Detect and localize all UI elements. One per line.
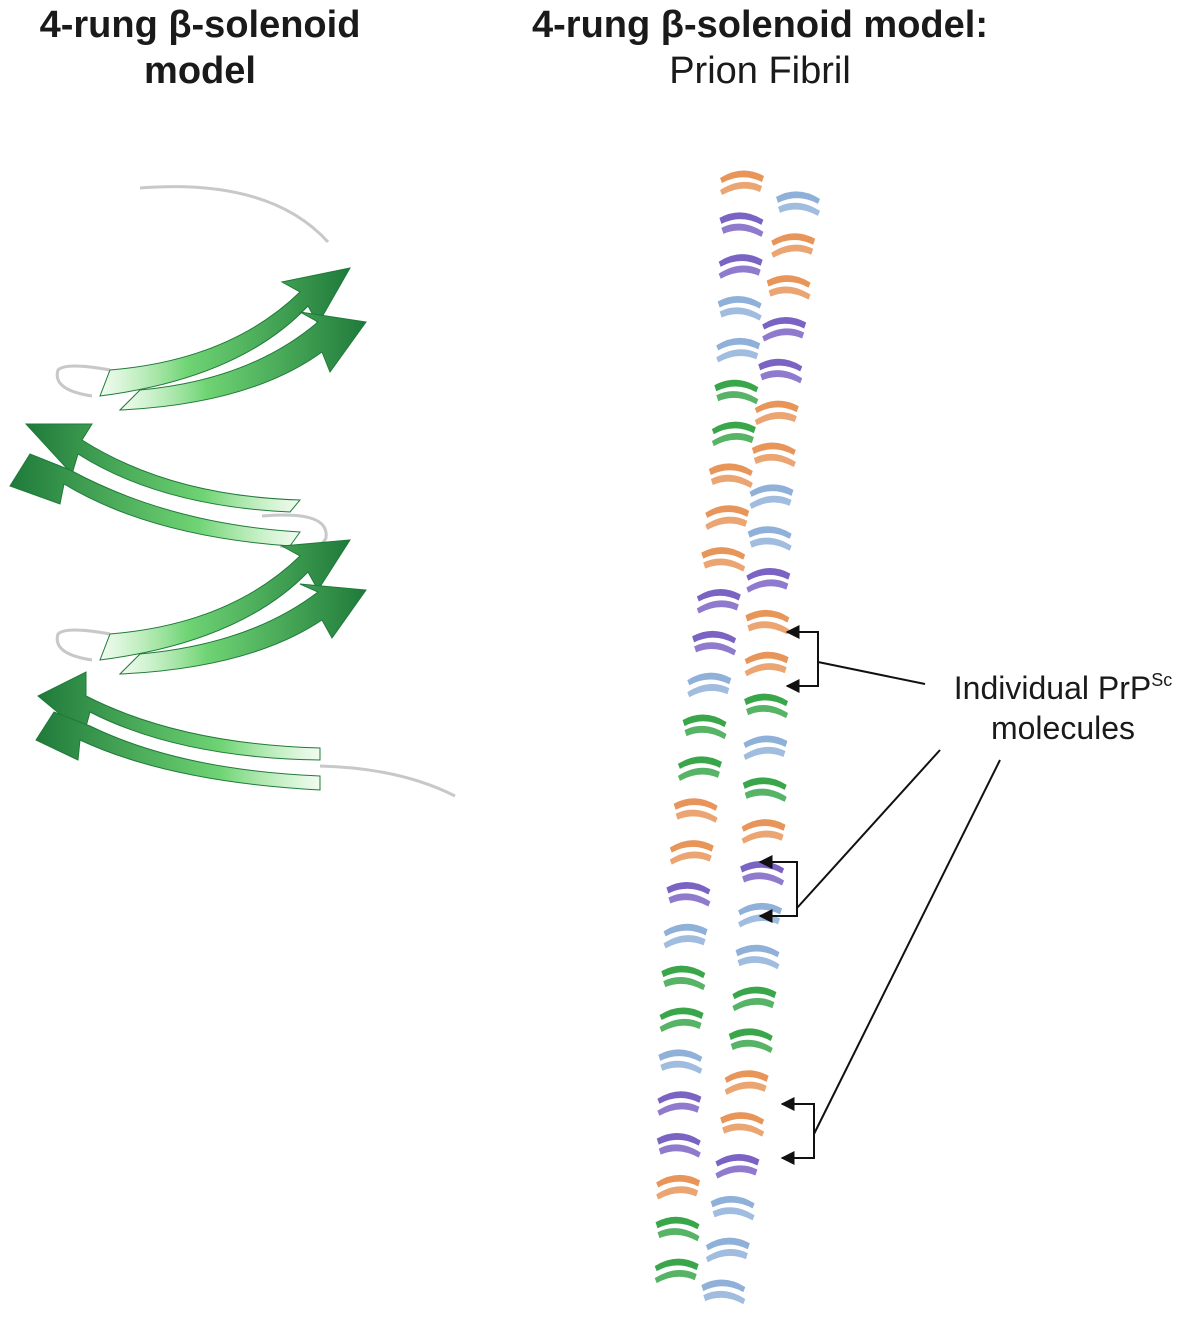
- prp-molecule: [669, 840, 714, 865]
- prp-molecule: [657, 1091, 702, 1116]
- prp-molecule: [661, 965, 706, 991]
- prp-molecule: [677, 756, 722, 781]
- prp-molecule: [754, 400, 799, 426]
- prp-molecule: [655, 1216, 700, 1242]
- prp-molecule: [719, 212, 764, 237]
- prp-molecule: [762, 316, 807, 342]
- annotation-superscript: Sc: [1151, 670, 1173, 690]
- prp-molecule: [716, 337, 761, 363]
- prp-molecule: [711, 421, 756, 447]
- prp-molecule: [742, 777, 787, 802]
- prp-molecule: [717, 296, 762, 321]
- annotation-label: Individual PrPSc molecules: [918, 668, 1200, 748]
- prp-molecule: [701, 1279, 746, 1305]
- prp-molecule: [745, 609, 790, 635]
- prp-molecule: [663, 923, 708, 949]
- beta-solenoid-model: [9, 185, 456, 798]
- strand-arrow: [24, 423, 302, 513]
- right-title: 4-rung β-solenoid model: Prion Fibril: [470, 2, 1050, 94]
- prp-molecule: [746, 568, 791, 593]
- prp-molecule: [743, 735, 788, 760]
- bracket-3: [780, 759, 1001, 1165]
- rung-3: [99, 539, 367, 675]
- prp-molecule: [705, 1237, 750, 1263]
- prp-molecule: [766, 275, 811, 300]
- loop-top: [139, 185, 330, 244]
- prp-molecule: [740, 861, 785, 886]
- prp-molecule: [720, 1112, 765, 1137]
- left-title-line2: model: [144, 50, 256, 92]
- prp-molecule: [735, 944, 780, 970]
- prp-molecule: [776, 191, 820, 216]
- prp-molecule: [696, 588, 741, 614]
- prp-molecule: [751, 442, 796, 468]
- prp-molecule: [718, 254, 763, 279]
- prp-molecule: [656, 1133, 701, 1158]
- strand-arrow: [9, 453, 301, 547]
- left-title: 4-rung β-solenoid model: [0, 2, 400, 94]
- loop-bottom: [319, 764, 456, 798]
- prp-molecule: [705, 505, 750, 530]
- loop-1: [55, 364, 111, 398]
- rung-4: [35, 671, 321, 791]
- bracket-2: [758, 749, 941, 923]
- prp-molecule: [714, 379, 759, 405]
- prion-fibril: [654, 170, 820, 1305]
- prp-molecule: [715, 1153, 760, 1179]
- bracket-1: [785, 625, 926, 693]
- prp-molecule: [710, 1195, 755, 1221]
- prp-molecule: [701, 547, 746, 572]
- prp-molecule: [687, 672, 732, 698]
- prp-molecule: [747, 526, 792, 551]
- prp-molecule: [673, 798, 718, 823]
- strand-arrow: [35, 711, 321, 791]
- prp-molecule: [741, 819, 786, 844]
- prp-molecule: [758, 358, 803, 384]
- annotation-line2: molecules: [990, 710, 1136, 746]
- prp-molecule: [656, 1174, 701, 1200]
- prp-molecule: [654, 1258, 699, 1284]
- prp-molecule: [732, 986, 777, 1012]
- strand-arrow: [37, 671, 321, 761]
- prp-molecule: [720, 170, 764, 195]
- prp-molecule: [744, 651, 789, 677]
- prp-molecule: [666, 881, 711, 907]
- prp-molecule: [749, 484, 794, 509]
- prp-molecule: [659, 1007, 704, 1033]
- prp-molecule: [658, 1049, 703, 1074]
- prp-molecule: [708, 463, 753, 488]
- right-title-line2: Prion Fibril: [669, 50, 851, 92]
- right-title-line1: 4-rung β-solenoid model:: [532, 4, 988, 46]
- rung-1: [99, 267, 367, 411]
- left-title-line1: 4-rung β-solenoid: [39, 4, 361, 46]
- strand-arrow: [118, 311, 367, 411]
- prp-molecule: [744, 693, 789, 719]
- annotation-text: Individual PrP: [953, 670, 1152, 706]
- prp-molecule: [771, 233, 816, 258]
- prp-molecule: [692, 630, 737, 656]
- prp-molecule: [724, 1070, 769, 1095]
- rung-2: [9, 423, 302, 547]
- prp-molecule: [728, 1028, 773, 1053]
- prp-molecule: [682, 714, 727, 740]
- strand-arrow: [118, 583, 367, 675]
- annotation-arrows: [758, 625, 1001, 1165]
- loop-3: [55, 628, 111, 662]
